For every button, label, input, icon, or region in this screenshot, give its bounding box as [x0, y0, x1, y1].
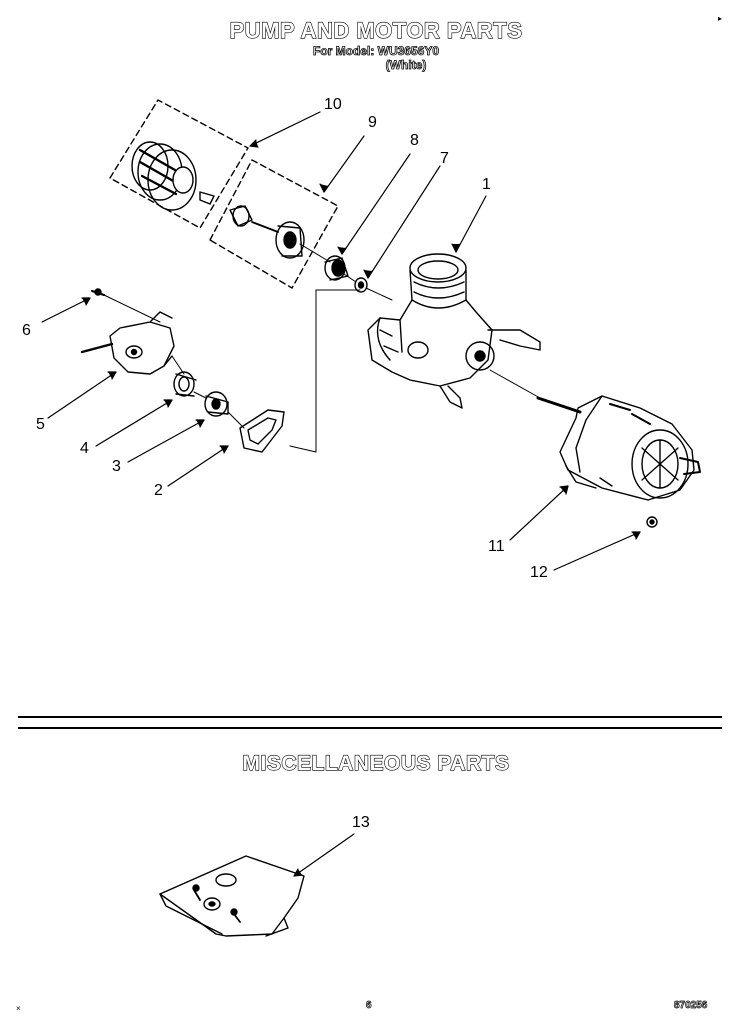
part-11-motor: [536, 395, 701, 501]
page-number: 6: [366, 1000, 372, 1012]
part-3-seal: [204, 391, 229, 417]
callout-2: 2: [154, 482, 163, 499]
color-line: (White): [385, 58, 427, 73]
corner-mark-bottom: ×: [16, 1004, 21, 1013]
section-title-misc: MISCELLANEOUS PARTS: [242, 751, 510, 775]
callout-6: 6: [22, 322, 31, 339]
assembly-lines: [103, 243, 541, 453]
callout-11: 11: [488, 538, 505, 555]
part-1-pump-housing: [367, 253, 541, 409]
part-9-impeller: [229, 205, 305, 259]
document-code: 870256: [674, 1000, 708, 1012]
part-12-screw: [646, 516, 658, 528]
part-13-parts-bag: [159, 855, 305, 937]
callout-7: 7: [440, 150, 449, 167]
leader-arrows: [41, 111, 641, 877]
callout-5: 5: [36, 416, 45, 433]
part-5-cover: [80, 311, 175, 375]
part-10-housing: [131, 141, 215, 211]
page-title: PUMP AND MOTOR PARTS: [229, 17, 523, 43]
callout-4: 4: [80, 440, 89, 457]
callout-9: 9: [368, 114, 377, 131]
model-line: For Model: WU3656Y0: [312, 44, 440, 59]
dashed-assembly-box-10: [109, 99, 249, 229]
section-divider-top: [18, 716, 722, 718]
section-divider-bottom: [18, 727, 722, 729]
callout-13: 13: [352, 814, 370, 831]
callout-3: 3: [112, 458, 121, 475]
callout-10: 10: [324, 96, 342, 113]
part-2-gasket: [239, 409, 285, 453]
corner-mark: ▸: [718, 14, 723, 23]
callout-8: 8: [410, 132, 419, 149]
dashed-assembly-box-9: [209, 159, 339, 289]
part-4-ring: [173, 371, 197, 397]
part-8-seal: [324, 255, 349, 281]
part-7-washer: [354, 277, 368, 293]
part-6-screw: [91, 288, 105, 296]
callout-1: 1: [482, 176, 491, 193]
callout-12: 12: [530, 564, 548, 581]
